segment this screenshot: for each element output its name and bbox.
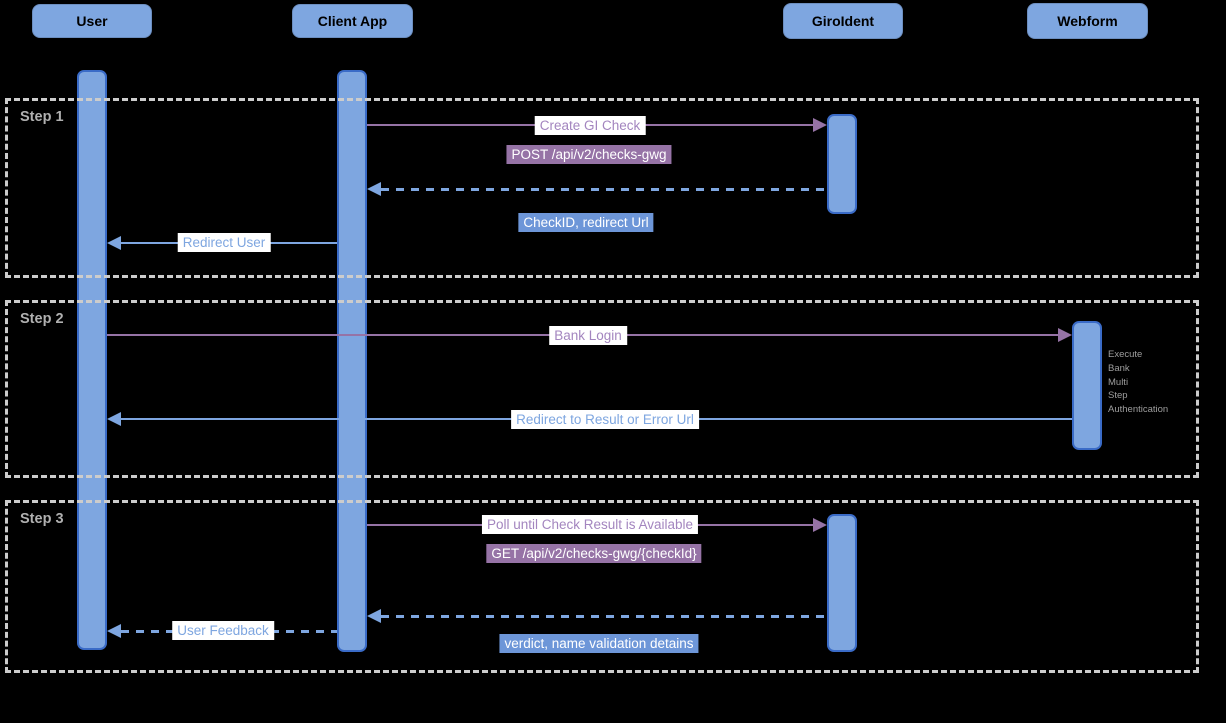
message-redirect-result-label: Redirect to Result or Error Url xyxy=(511,410,699,429)
step-1-label: Step 1 xyxy=(20,109,64,125)
arrowhead-right-icon xyxy=(1058,328,1072,342)
activation-giroident-step1 xyxy=(827,114,857,214)
arrowhead-left-icon xyxy=(107,412,121,426)
actor-user: User xyxy=(32,4,152,38)
actor-client-app: Client App xyxy=(292,4,413,38)
message-user-feedback-label: User Feedback xyxy=(172,621,274,640)
webform-note-line: Step xyxy=(1108,390,1128,402)
message-poll-response: verdict, name validation detains xyxy=(499,634,699,653)
frame-step-1: Step 1 xyxy=(5,98,1199,278)
webform-note: Execute Bank Multi Step Authentication xyxy=(1108,348,1198,417)
webform-note-line: Authentication xyxy=(1108,404,1169,416)
step-3-label: Step 3 xyxy=(20,511,64,527)
lifeline-client-app xyxy=(337,70,367,652)
frame-step-2: Step 2 xyxy=(5,300,1199,478)
message-create-check-return-line xyxy=(381,188,827,191)
actor-webform: Webform xyxy=(1027,3,1148,39)
arrowhead-left-icon xyxy=(107,624,121,638)
message-create-check-endpoint: POST /api/v2/checks-gwg xyxy=(506,145,672,164)
activation-giroident-step3 xyxy=(827,514,857,652)
message-poll-endpoint: GET /api/v2/checks-gwg/{checkId} xyxy=(486,544,702,563)
frame-step-3: Step 3 xyxy=(5,500,1199,673)
step-2-label: Step 2 xyxy=(20,311,64,327)
lifeline-user xyxy=(77,70,107,650)
activation-webform-step2 xyxy=(1072,321,1102,450)
arrowhead-left-icon xyxy=(367,609,381,623)
message-redirect-user-label: Redirect User xyxy=(177,233,271,252)
message-poll-label: Poll until Check Result is Available xyxy=(481,515,699,534)
webform-note-line: Execute xyxy=(1108,349,1143,360)
arrowhead-right-icon xyxy=(813,518,827,532)
webform-note-line: Multi xyxy=(1108,376,1129,388)
actor-giroident: GiroIdent xyxy=(783,3,903,39)
message-bank-login-label: Bank Login xyxy=(549,326,627,345)
message-create-check-response: CheckID, redirect Url xyxy=(518,213,654,232)
webform-note-line: Bank xyxy=(1108,362,1130,374)
arrowhead-left-icon xyxy=(367,182,381,196)
message-poll-return-line xyxy=(381,615,827,618)
message-create-check-label: Create GI Check xyxy=(534,116,646,135)
arrowhead-right-icon xyxy=(813,118,827,132)
arrowhead-left-icon xyxy=(107,236,121,250)
